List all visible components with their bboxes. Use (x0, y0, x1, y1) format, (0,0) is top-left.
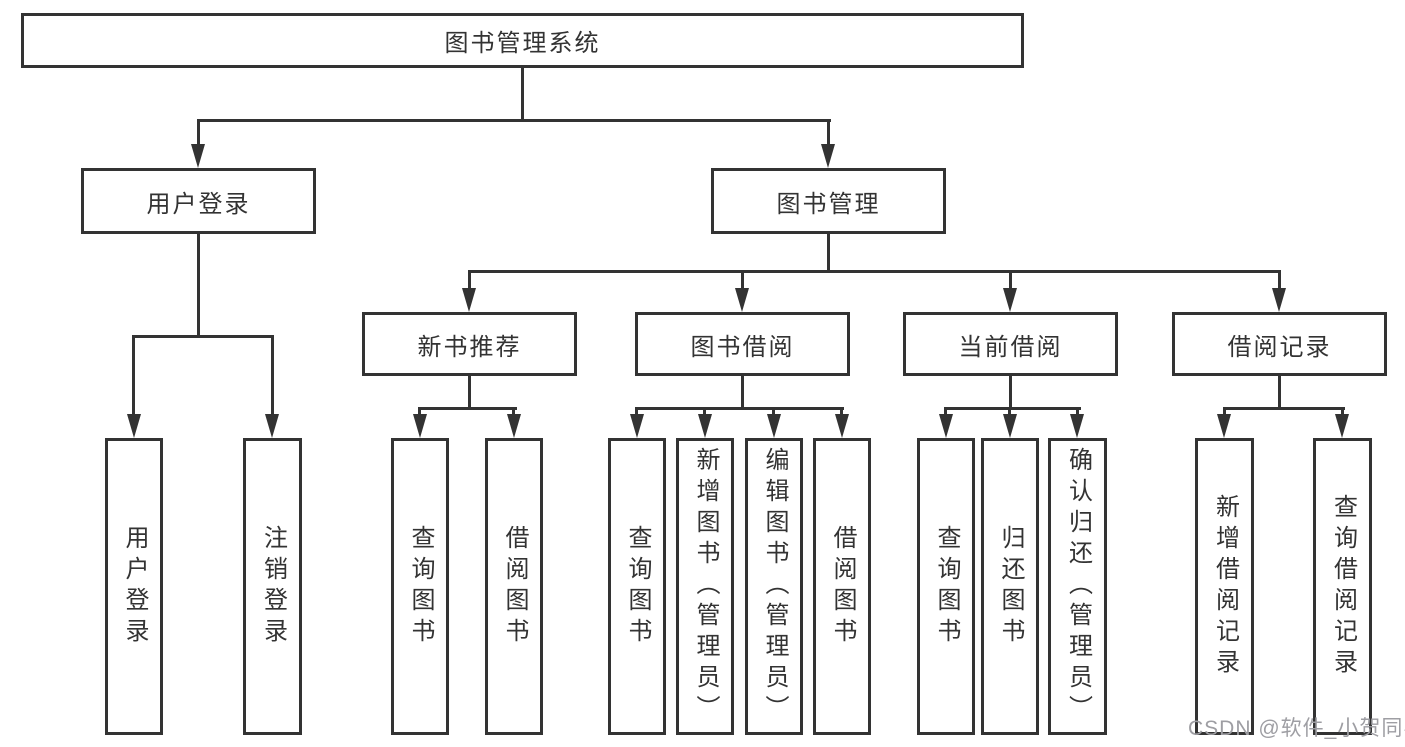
leaf-query-books-borrow: 查询图书 (608, 438, 666, 735)
connector-line (132, 335, 135, 417)
connector-line (741, 270, 744, 290)
arrow-down-icon (767, 414, 781, 438)
node-book-management: 图书管理 (711, 168, 946, 234)
arrow-down-icon (939, 414, 953, 438)
node-label: 图书管理 (776, 190, 881, 218)
connector-line (944, 407, 947, 417)
connector-line (827, 119, 830, 147)
leaf-add-books-admin: 新增图书（管理员） (676, 438, 734, 735)
leaf-label: 用户登录 (121, 524, 148, 649)
node-current-borrow: 当前借阅 (903, 312, 1118, 376)
connector-line (418, 407, 517, 410)
node-borrow-records: 借阅记录 (1172, 312, 1387, 376)
connector-line (197, 234, 200, 338)
connector-line (635, 407, 844, 410)
leaf-add-borrow-record: 新增借阅记录 (1195, 438, 1254, 735)
connector-line (1223, 407, 1226, 417)
leaf-return-books: 归还图书 (981, 438, 1039, 735)
node-label: 用户登录 (146, 190, 251, 218)
leaf-logout: 注销登录 (243, 438, 302, 735)
arrow-down-icon (1272, 288, 1286, 312)
connector-line (512, 407, 515, 417)
leaf-label: 注销登录 (259, 524, 287, 649)
leaf-query-books-current: 查询图书 (917, 438, 975, 735)
connector-line (944, 407, 1081, 410)
arrow-down-icon (698, 414, 712, 438)
connector-line (1008, 407, 1011, 417)
node-library-system: 图书管理系统 (21, 13, 1024, 68)
connector-line (197, 119, 831, 122)
arrow-down-icon (265, 414, 279, 438)
arrow-down-icon (1070, 414, 1084, 438)
leaf-label: 归还图书 (997, 524, 1024, 649)
node-label: 新书推荐 (417, 333, 522, 361)
arrow-down-icon (630, 414, 644, 438)
leaf-label: 编辑图书（管理员） (761, 447, 788, 726)
leaf-borrow-books-recommend: 借阅图书 (485, 438, 543, 735)
connector-line (1009, 270, 1012, 290)
leaf-edit-books-admin: 编辑图书（管理员） (745, 438, 803, 735)
leaf-user-login: 用户登录 (105, 438, 163, 735)
connector-line (703, 407, 706, 417)
leaf-borrow-books: 借阅图书 (813, 438, 871, 735)
node-label: 借阅记录 (1227, 333, 1332, 361)
arrow-down-icon (507, 414, 521, 438)
connector-line (1076, 407, 1079, 417)
csdn-watermark: CSDN @软件_小贺同学 (1188, 717, 1405, 740)
connector-line (827, 234, 830, 273)
connector-line (1341, 407, 1344, 417)
connector-line (197, 119, 200, 147)
leaf-label: 查询图书 (933, 524, 960, 649)
leaf-label: 查询借阅记录 (1329, 493, 1357, 680)
arrow-down-icon (1003, 288, 1017, 312)
connector-line (271, 335, 274, 417)
connector-line (840, 407, 843, 417)
arrow-down-icon (1335, 414, 1349, 438)
leaf-query-borrow-record: 查询借阅记录 (1313, 438, 1372, 735)
leaf-label: 借阅图书 (501, 524, 528, 649)
arrow-down-icon (735, 288, 749, 312)
connector-line (741, 376, 744, 410)
connector-line (132, 335, 274, 338)
node-label: 图书借阅 (690, 333, 795, 361)
connector-line (635, 407, 638, 417)
arrow-down-icon (821, 144, 835, 168)
node-label: 当前借阅 (958, 333, 1063, 361)
connector-line (1223, 407, 1345, 410)
leaf-label: 新增借阅记录 (1211, 493, 1239, 680)
leaf-label: 借阅图书 (829, 524, 856, 649)
node-label: 图书管理系统 (444, 30, 601, 57)
leaf-label: 查询图书 (407, 524, 434, 649)
node-book-borrow: 图书借阅 (635, 312, 850, 376)
connector-line (468, 270, 1281, 273)
leaf-label: 确认归还（管理员） (1064, 447, 1092, 726)
arrow-down-icon (835, 414, 849, 438)
leaf-confirm-return-admin: 确认归还（管理员） (1048, 438, 1107, 735)
arrow-down-icon (191, 144, 205, 168)
connector-line (1009, 376, 1012, 410)
arrow-down-icon (462, 288, 476, 312)
connector-line (468, 376, 471, 410)
leaf-label: 新增图书（管理员） (692, 447, 719, 726)
node-user-login: 用户登录 (81, 168, 316, 234)
connector-line (1278, 376, 1281, 410)
node-new-book-recommend: 新书推荐 (362, 312, 577, 376)
connector-line (1278, 270, 1281, 290)
arrow-down-icon (127, 414, 141, 438)
arrow-down-icon (413, 414, 427, 438)
arrow-down-icon (1003, 414, 1017, 438)
connector-line (418, 407, 421, 417)
arrow-down-icon (1217, 414, 1231, 438)
connector-line (772, 407, 775, 417)
leaf-label: 查询图书 (624, 524, 651, 649)
connector-line (521, 68, 524, 120)
leaf-query-books-recommend: 查询图书 (391, 438, 449, 735)
connector-line (468, 270, 471, 290)
